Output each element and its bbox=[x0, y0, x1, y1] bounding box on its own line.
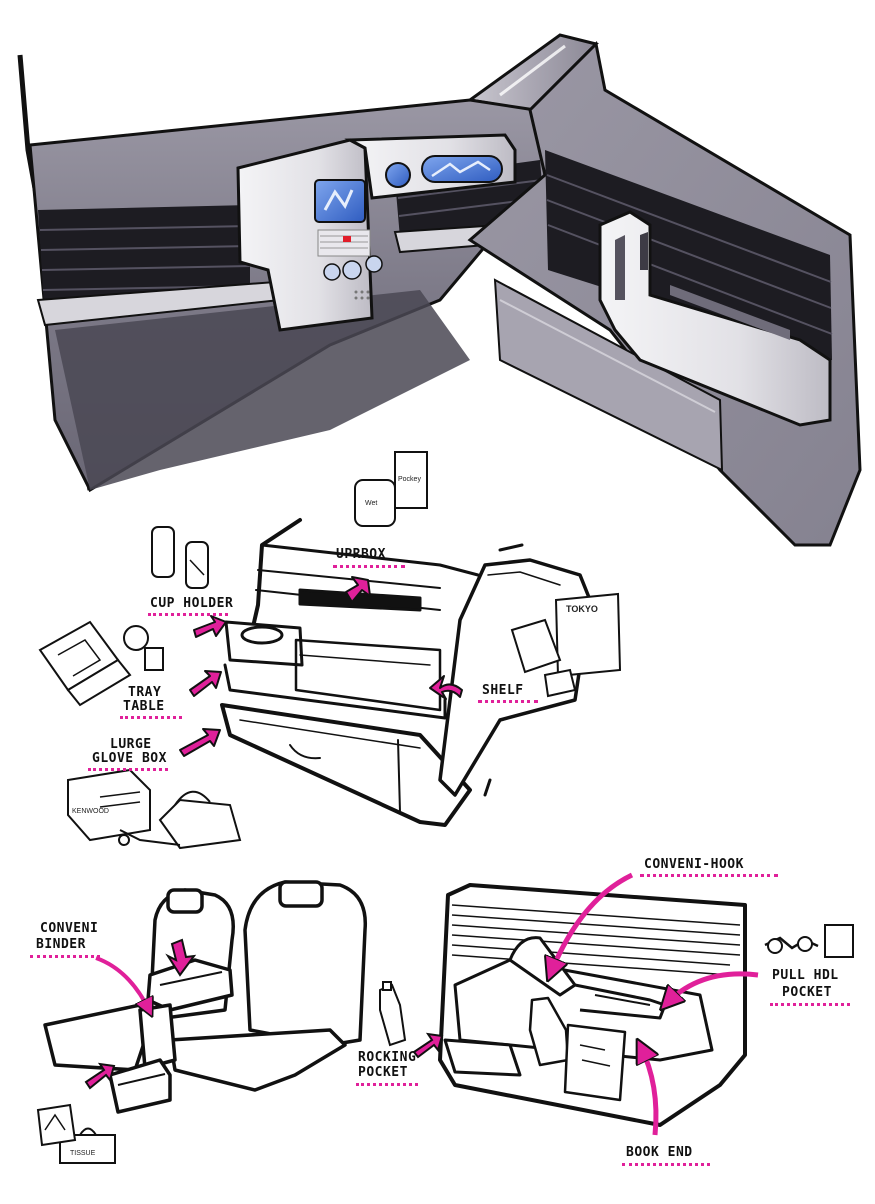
underline-pull-hdl-pocket bbox=[770, 1003, 850, 1006]
handbag bbox=[158, 798, 242, 850]
tissue-text: TISSUE bbox=[70, 1150, 96, 1157]
hvac-knob-left bbox=[323, 263, 341, 281]
underline-conveni-hook bbox=[640, 874, 778, 877]
door-props bbox=[379, 924, 854, 1047]
arrow-cup-holder bbox=[193, 615, 227, 638]
underline-tray-table bbox=[120, 716, 182, 719]
label-conveni-hook: CONVENI-HOOK bbox=[644, 857, 744, 872]
label-tray-table-line2: TABLE bbox=[123, 699, 165, 714]
label-cup-holder: CUP HOLDER bbox=[150, 596, 234, 611]
hvac-knob-right bbox=[365, 255, 383, 273]
water-bottle bbox=[379, 983, 407, 1047]
underline-upr-box bbox=[333, 565, 405, 568]
photo-frame bbox=[36, 1103, 77, 1147]
pockey-box bbox=[394, 451, 428, 509]
arrow-tray-table bbox=[189, 670, 222, 697]
arrow-upr-box bbox=[345, 576, 371, 603]
label-conveni-binder-line1: CONVENI bbox=[40, 921, 99, 936]
center-console-pod bbox=[236, 133, 517, 332]
door-arrows bbox=[412, 872, 759, 1136]
underline-shelf bbox=[478, 700, 538, 703]
kenwood-radio-box bbox=[67, 768, 151, 842]
wet-can-text: Wet bbox=[365, 500, 378, 507]
card-box bbox=[824, 924, 854, 958]
glovebox-sketch bbox=[220, 518, 592, 827]
glovebox-props bbox=[38, 451, 622, 850]
seat-props bbox=[36, 1103, 116, 1164]
pockey-text: Pockey bbox=[398, 476, 421, 483]
arrow-glove-box bbox=[179, 728, 221, 757]
arrow-rocking-pocket bbox=[412, 1032, 444, 1059]
wallet bbox=[543, 668, 577, 698]
door-sketch bbox=[438, 883, 747, 1127]
right-seat-back bbox=[243, 880, 368, 1047]
left-seat-cushion bbox=[43, 1003, 152, 1072]
arrow-binder-down bbox=[165, 938, 197, 977]
label-book-end: BOOK END bbox=[626, 1145, 693, 1160]
tissue-box bbox=[59, 1134, 116, 1164]
drink-can-2 bbox=[185, 541, 209, 589]
glovebox-arrows bbox=[179, 576, 463, 757]
label-rocking-pocket-line1: ROCKING bbox=[358, 1050, 417, 1065]
hvac-knob-center bbox=[342, 260, 362, 280]
kenwood-text: KENWOOD bbox=[72, 808, 109, 815]
arrow-conveni-binder bbox=[95, 956, 150, 1012]
keys bbox=[119, 829, 181, 846]
info-display bbox=[421, 155, 503, 183]
underline-conveni-binder bbox=[30, 955, 100, 958]
dash-footwell-shadow bbox=[55, 290, 470, 490]
left-headrest bbox=[166, 888, 204, 914]
seats-sketch bbox=[43, 880, 368, 1114]
label-pull-hdl-pocket-line1: PULL HDL bbox=[772, 968, 839, 983]
label-pull-hdl-pocket-line2: POCKET bbox=[782, 985, 832, 1000]
arrow-book-end bbox=[640, 1045, 656, 1136]
label-shelf: SHELF bbox=[482, 683, 524, 698]
underline-cup-holder bbox=[148, 613, 228, 616]
label-lurge-glove-box-line2: GLOVE BOX bbox=[92, 751, 167, 766]
seat-arrows bbox=[84, 938, 197, 1090]
arrow-drawer bbox=[84, 1062, 116, 1090]
magazine-text: TOKYO bbox=[566, 604, 598, 614]
rendered-interior bbox=[17, 33, 862, 547]
underline-lurge-glove-box bbox=[88, 768, 168, 771]
label-conveni-binder-line2: BINDER bbox=[36, 937, 86, 952]
card-holder bbox=[510, 618, 562, 674]
console-drawer bbox=[108, 1058, 172, 1114]
right-headrest bbox=[278, 880, 324, 908]
shelf-side-panel bbox=[438, 558, 592, 797]
tray-table bbox=[223, 663, 447, 720]
right-seat-cushion bbox=[168, 1028, 347, 1092]
glovebox-dash-outline bbox=[248, 518, 302, 642]
rocking-pocket bbox=[443, 1038, 522, 1077]
underline-book-end bbox=[622, 1163, 710, 1166]
hazard-button bbox=[343, 236, 351, 242]
underline-rocking-pocket bbox=[356, 1083, 418, 1086]
drink-can-1 bbox=[151, 526, 175, 578]
fries bbox=[144, 647, 164, 671]
label-upr-box: UPRBOX bbox=[336, 547, 386, 562]
arrow-conveni-hook bbox=[550, 872, 634, 975]
label-rocking-pocket-line2: POCKET bbox=[358, 1065, 408, 1080]
lurge-glove-box-bin bbox=[220, 703, 472, 827]
label-lurge-glove-box-line1: LURGE bbox=[110, 737, 152, 752]
clock-gauge bbox=[385, 162, 411, 188]
arrow-pull-hdl-pocket bbox=[665, 971, 759, 1005]
rendered-door-panel bbox=[467, 40, 862, 547]
label-tray-table-line1: TRAY bbox=[128, 685, 162, 700]
arrow-shelf bbox=[429, 675, 463, 700]
burger bbox=[123, 625, 149, 651]
